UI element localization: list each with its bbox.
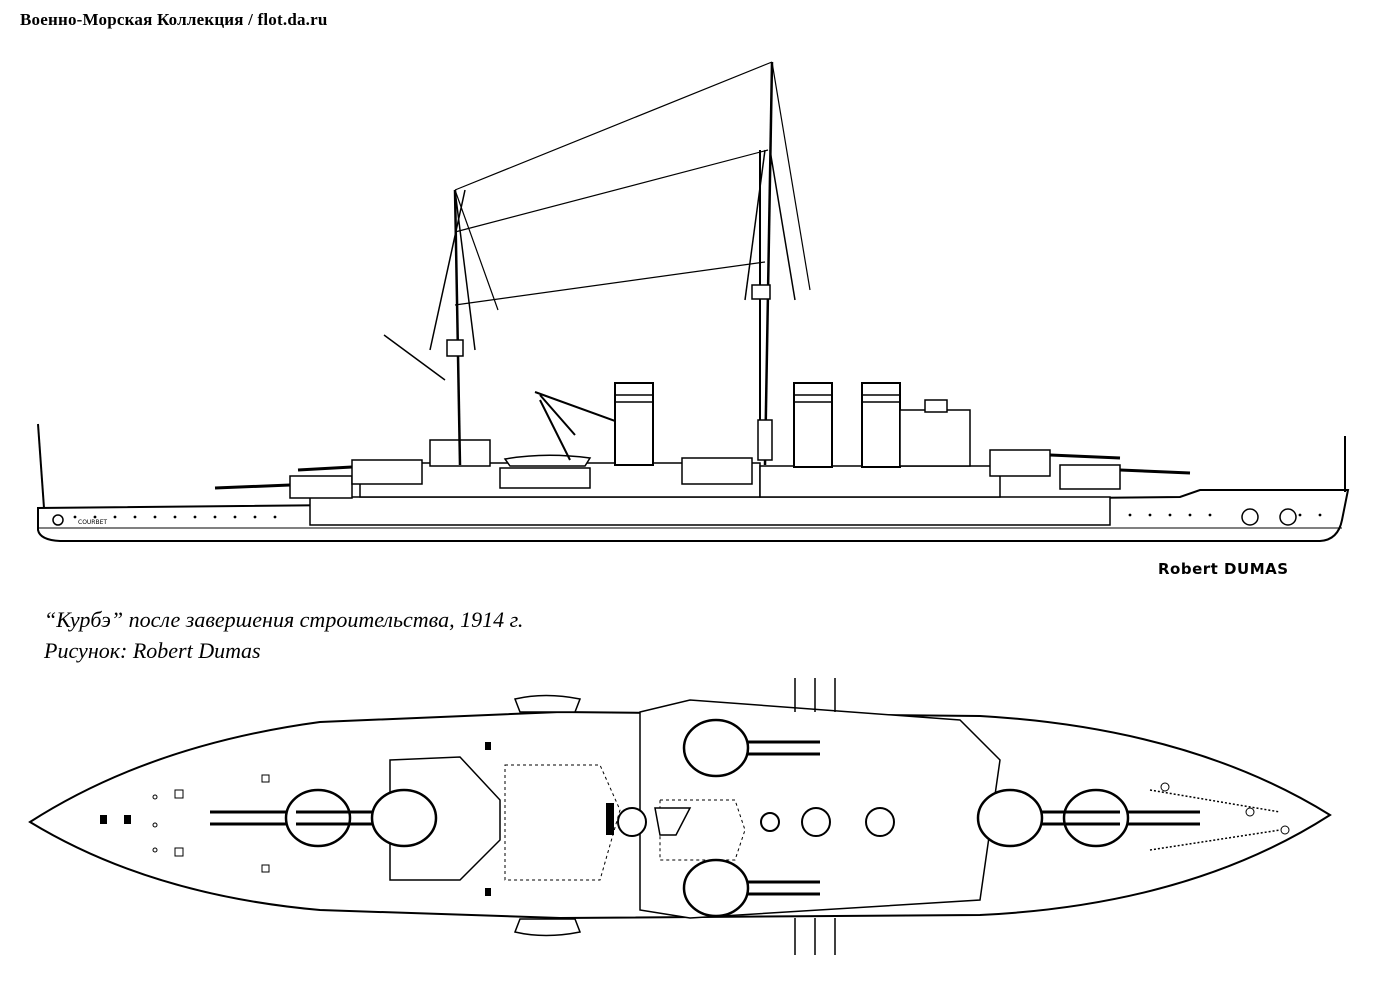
caption-line-1: “Курбэ” после завершения строительства, … bbox=[44, 607, 524, 632]
bridge bbox=[899, 409, 971, 467]
fore-mast bbox=[383, 189, 476, 466]
main-turrets bbox=[214, 449, 1191, 499]
wireless-aerials bbox=[454, 61, 811, 311]
funnel-aft bbox=[861, 382, 901, 468]
hull-name-plate: COURBET bbox=[78, 519, 107, 526]
portholes bbox=[73, 513, 1322, 519]
funnel-middle bbox=[793, 382, 833, 468]
caption-line-2: Рисунок: Robert Dumas bbox=[44, 638, 261, 663]
main-mast bbox=[744, 61, 796, 466]
site-title: Военно-Морская Коллекция / flot.da.ru bbox=[20, 10, 328, 29]
figure-caption: “Курбэ” после завершения строительства, … bbox=[44, 604, 523, 666]
plan-gun-barrels bbox=[210, 740, 1200, 896]
aft-superstructure bbox=[759, 465, 1001, 498]
artist-signature: Robert DUMAS bbox=[1158, 560, 1289, 578]
casemate-belt bbox=[309, 496, 1111, 526]
plan-funnels bbox=[617, 807, 895, 837]
funnel-forward bbox=[614, 382, 654, 466]
plan-turrets bbox=[284, 718, 1130, 918]
side-profile-drawing: COURBET bbox=[37, 61, 1350, 542]
